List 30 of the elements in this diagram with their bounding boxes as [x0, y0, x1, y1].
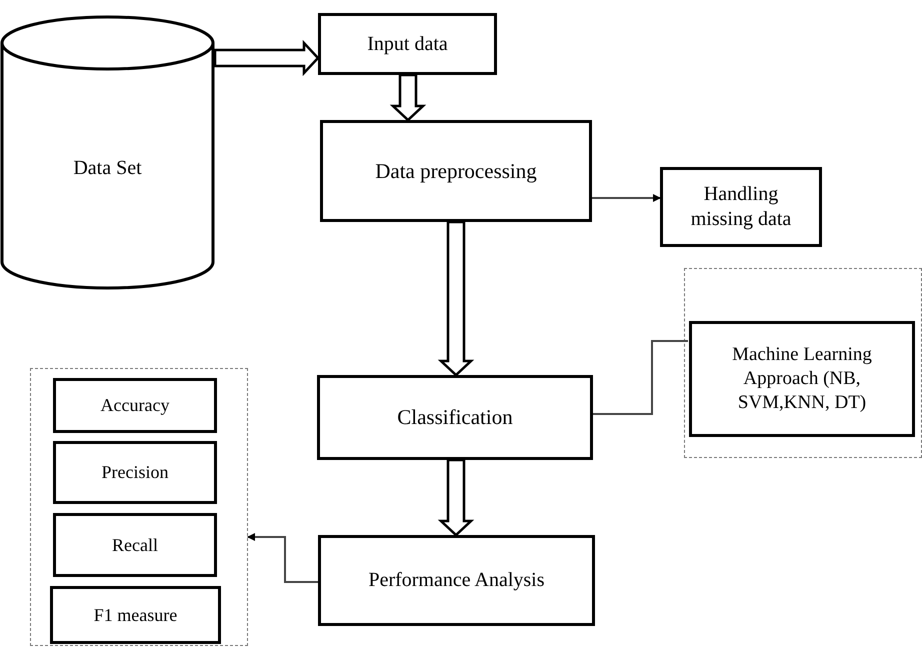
process-box: [53, 441, 217, 504]
block-arrow: [438, 458, 474, 537]
block-arrow: [438, 220, 474, 377]
process-box: [53, 378, 217, 433]
connector-line: [593, 340, 688, 415]
node-label: Data preprocessing: [375, 158, 537, 184]
process-box: [50, 586, 221, 644]
process-box: [660, 167, 822, 247]
node-label: Data Set: [73, 156, 142, 178]
process-box: [318, 535, 595, 626]
arrow: [592, 194, 661, 202]
node-label: Recall: [112, 534, 158, 556]
node-label: Input data: [367, 32, 448, 56]
arrow: [247, 533, 318, 583]
process-box: [53, 513, 217, 577]
node-label: Machine Learning Approach (NB, SVM,KNN, DT): [731, 343, 873, 415]
process-box: [318, 13, 497, 75]
node-label: Classification: [397, 404, 513, 431]
dashed-group-box: [30, 368, 248, 646]
node-label: Precision: [102, 461, 168, 484]
node-label: F1 measure: [94, 604, 178, 626]
dashed-group-box: [684, 268, 922, 458]
node-label: Accuracy: [100, 394, 170, 417]
process-box: [320, 120, 592, 222]
process-box: [689, 321, 915, 437]
block-arrow: [390, 74, 426, 122]
process-box: [317, 375, 593, 460]
node-label: Handling missing data: [690, 182, 792, 232]
node-label: Performance Analysis: [368, 568, 545, 593]
block-arrow: [214, 40, 320, 76]
